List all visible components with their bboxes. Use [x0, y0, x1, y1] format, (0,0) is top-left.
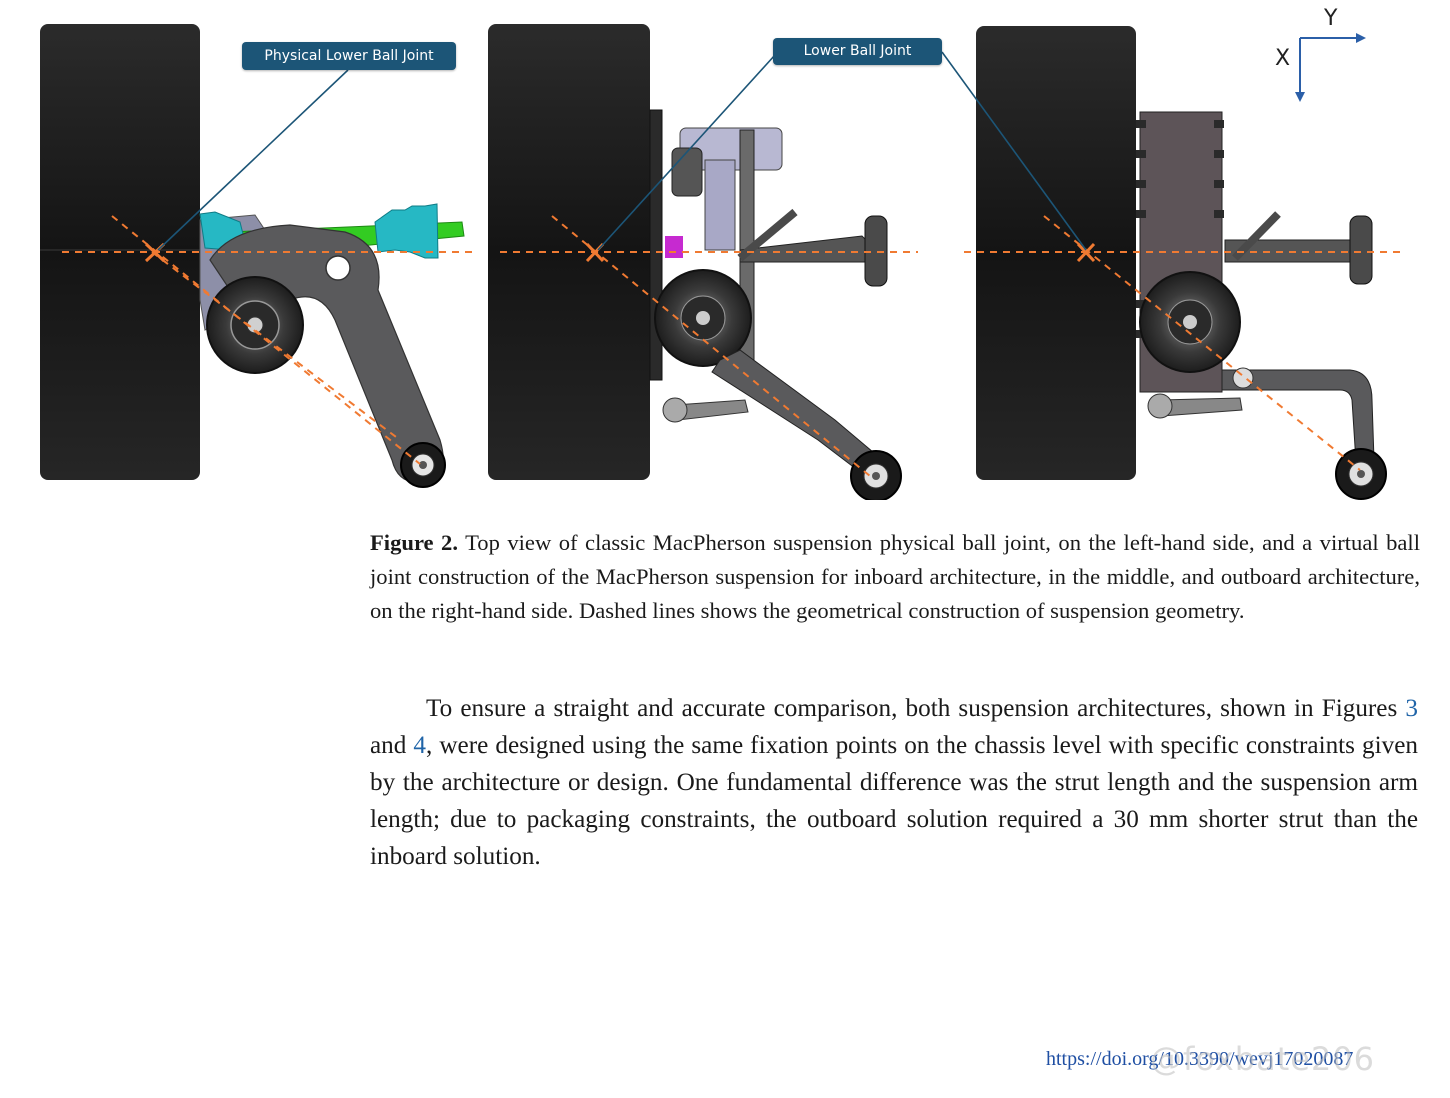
ball-joint-marker-virtual-outboard — [1076, 242, 1096, 263]
callout-lower-ball-joint: Lower Ball Joint — [773, 38, 942, 65]
axis-indicator — [1295, 33, 1366, 102]
body-text-2: and — [370, 732, 414, 759]
callout-physical-lower-ball-joint: Physical Lower Ball Joint — [242, 42, 456, 70]
lower-arm-middle — [711, 349, 881, 479]
dashed-construction-middle — [500, 215, 918, 477]
dashed-construction-right — [964, 215, 1400, 471]
callout-leader-outboard — [941, 51, 1087, 251]
suspension-top-view-figure — [40, 24, 1400, 500]
body-text-1: To ensure a straight and accurate compar… — [426, 695, 1406, 722]
right-panel-outboard — [941, 26, 1400, 500]
axis-label-y: Y — [1324, 6, 1338, 31]
left-panel-classic — [40, 24, 478, 488]
caption-label: Figure 2. — [370, 530, 459, 555]
body-text-3: , were designed using the same fixation … — [370, 732, 1418, 870]
figure-ref-3-link[interactable]: 3 — [1405, 695, 1418, 722]
callout-leader-physical — [157, 69, 349, 251]
middle-panel-inboard — [488, 24, 918, 500]
doi-link[interactable]: https://doi.org/10.3390/wevj17020087 — [1046, 1048, 1354, 1070]
callout-leader-inboard — [597, 54, 776, 251]
body-paragraph: To ensure a straight and accurate compar… — [370, 690, 1418, 875]
cv-boot-inner — [374, 203, 439, 259]
caption-text: Top view of classic MacPherson suspensio… — [370, 530, 1420, 623]
watermark: @foxbate206 — [1150, 1040, 1376, 1078]
figure-ref-4-link[interactable]: 4 — [413, 732, 427, 759]
axis-label-x: X — [1275, 46, 1291, 71]
dashed-construction-left — [62, 215, 478, 465]
figure-caption: Figure 2. Top view of classic MacPherson… — [370, 526, 1420, 628]
